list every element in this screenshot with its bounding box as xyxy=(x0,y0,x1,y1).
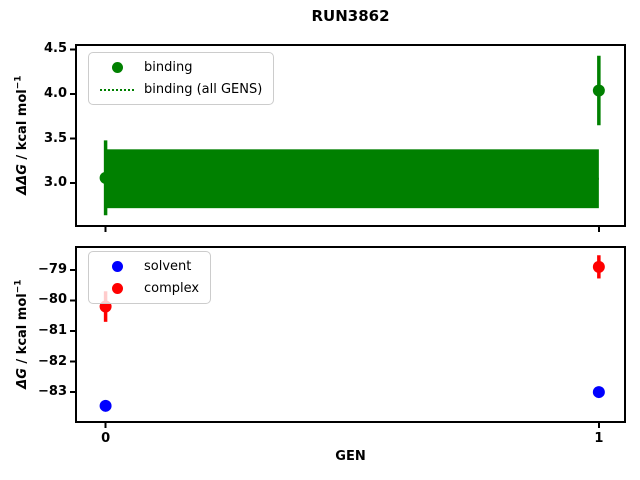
y-tick-label: −82 xyxy=(38,353,67,369)
legend-item-binding-all-gens: binding (all GENS) xyxy=(97,81,262,98)
binding-point-gen-1 xyxy=(592,84,605,97)
y-tick-label: −83 xyxy=(38,384,67,400)
legend-handle xyxy=(97,261,137,272)
legend-handle xyxy=(97,62,137,73)
legend-item-complex: complex xyxy=(97,280,199,297)
legend-item-binding: binding xyxy=(97,59,262,76)
y-tick-label: 3.5 xyxy=(43,130,67,146)
y-tick-label: 4.5 xyxy=(43,41,67,57)
x-tick-label: 0 xyxy=(101,431,111,446)
y-tick-label: −80 xyxy=(38,292,67,308)
complex-marker-icon xyxy=(111,283,123,294)
legend-handle xyxy=(97,88,137,91)
solvent-point-gen-0 xyxy=(99,399,112,412)
legend-item-solvent: solvent xyxy=(97,258,199,275)
y-tick-label: 4.0 xyxy=(43,86,67,102)
dotted-line-icon xyxy=(100,88,134,91)
legend-label: binding (all GENS) xyxy=(144,82,263,97)
binding-point-gen-0 xyxy=(99,171,112,184)
x-tick-label: 1 xyxy=(594,431,604,446)
bottom-legend: solvent complex xyxy=(88,251,212,304)
legend-label: solvent xyxy=(144,259,192,274)
x-axis-label: GEN xyxy=(335,449,366,464)
solvent-point-gen-1 xyxy=(592,386,605,399)
axes-frame xyxy=(75,246,626,423)
solvent-marker-icon xyxy=(111,261,123,272)
legend-label: complex xyxy=(144,281,200,296)
axes-frame xyxy=(75,44,626,227)
y-tick-label: −79 xyxy=(38,261,67,277)
legend-label: binding xyxy=(144,60,193,75)
top-legend: binding binding (all GENS) xyxy=(88,52,275,105)
y-tick-label: 3.0 xyxy=(43,175,67,191)
legend-handle xyxy=(97,283,137,294)
chart-title: RUN3862 xyxy=(311,7,390,25)
complex-point-gen-1 xyxy=(592,260,605,273)
y-tick-label: −81 xyxy=(38,322,67,338)
binding-marker-icon xyxy=(111,62,123,73)
